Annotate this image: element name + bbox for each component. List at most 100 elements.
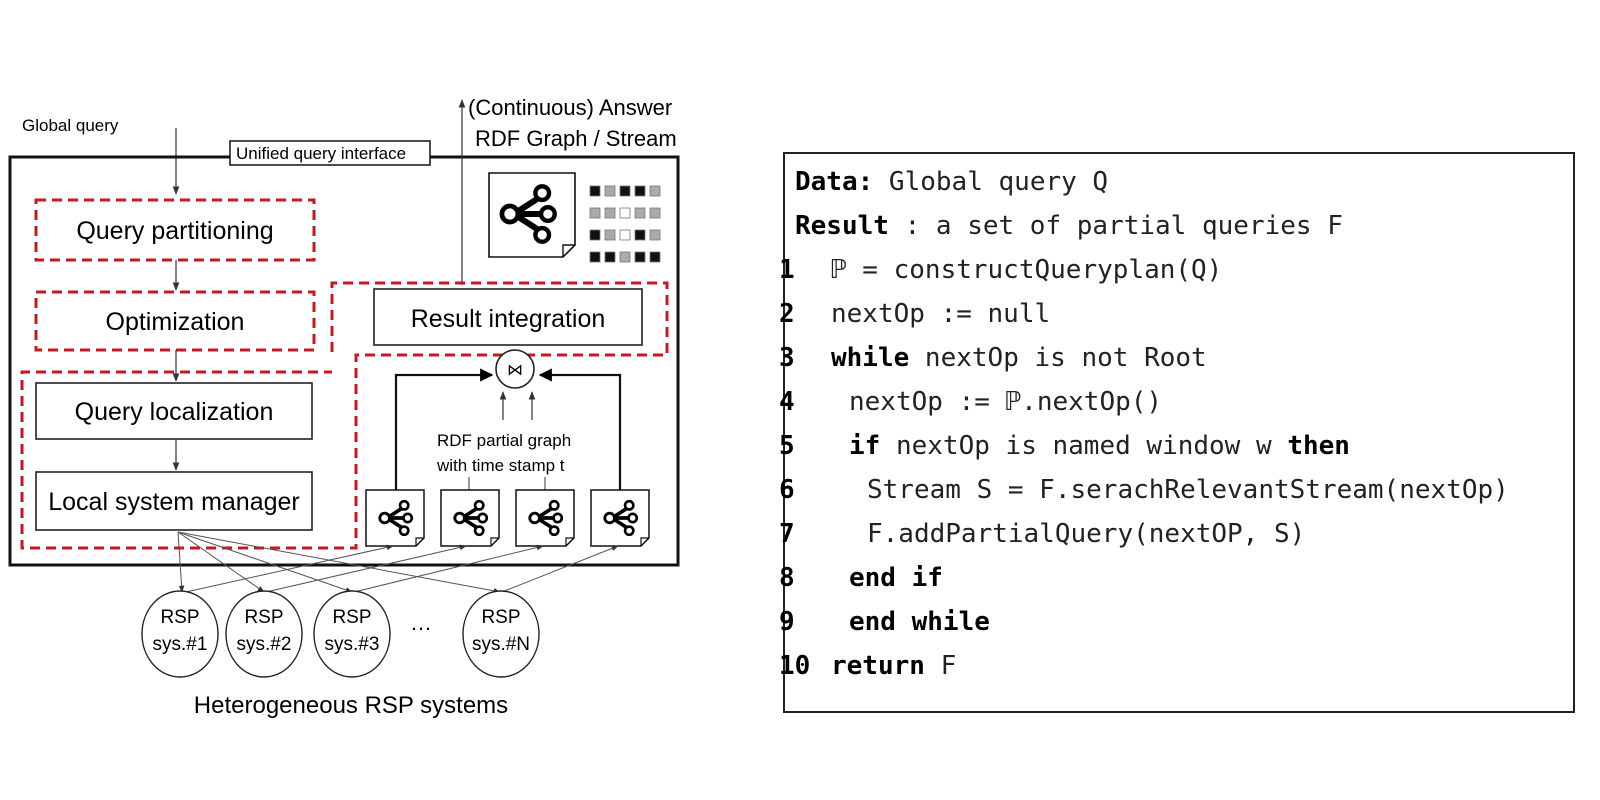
- rsp-ellipsis: …: [410, 610, 432, 635]
- algo-line-2: 2 nextOp := null: [779, 292, 1050, 336]
- rsp-system-node: RSP sys.#1: [141, 590, 219, 678]
- algo-line-number: 8: [779, 563, 795, 593]
- rsp-to-partial-lines: [185, 544, 619, 593]
- partial-graph-doc-icon: [365, 489, 425, 547]
- algo-data-keyword: Data:: [795, 167, 874, 197]
- rsp-system-id: sys.#3: [325, 634, 380, 655]
- rsp-system-name: RSP: [332, 607, 371, 628]
- stream-grid-cell: [619, 185, 631, 197]
- algo-data-text: Global query Q: [873, 167, 1109, 197]
- algo-result-keyword: Result: [795, 211, 889, 241]
- algo-line-number: 5: [779, 431, 795, 461]
- join-operator-circle: [495, 349, 535, 389]
- algorithm-box: Data: Global query Q Result : a set of p…: [779, 152, 1575, 713]
- result-integration-label: Result integration: [411, 305, 606, 333]
- algo-line-7: 7 F.addPartialQuery(nextOP, S): [779, 512, 1305, 556]
- architecture-diagram: Global query (Continuous) Answer RDF Gra…: [8, 95, 680, 719]
- stream-grid-cell: [634, 207, 646, 219]
- manager-to-rsp-lines: [177, 531, 501, 594]
- algo-keyword: if: [849, 431, 881, 461]
- stream-grid-cell: [589, 207, 601, 219]
- algo-line-5: 5 if nextOp is named window w then: [779, 424, 1350, 468]
- answer-label-line2: RDF Graph / Stream: [475, 126, 677, 151]
- stream-grid-cell: [649, 229, 661, 241]
- local-system-manager-box: [35, 471, 313, 531]
- partial-graph-doc-icon: [440, 489, 500, 547]
- unified-interface-label: Unified query interface: [236, 144, 406, 163]
- stream-grid-cell: [604, 229, 616, 241]
- query-localization-label: Query localization: [75, 398, 274, 426]
- algo-code: F: [924, 651, 957, 681]
- unified-interface-tab: [229, 140, 431, 166]
- rsp-system-name: RSP: [160, 607, 199, 628]
- stream-grid-cell: [619, 251, 631, 263]
- algo-keyword: end while: [849, 607, 990, 637]
- algo-result-text: : a set of partial queries F: [888, 211, 1343, 241]
- stream-grid-cell: [604, 185, 616, 197]
- rsp-system-node: RSP sys.#N: [462, 590, 540, 678]
- algo-code: Stream S = F.serachRelevantStream(nextOp…: [867, 475, 1509, 505]
- stream-grid-cell: [634, 185, 646, 197]
- heterogeneous-rsp-label: Heterogeneous RSP systems: [194, 692, 508, 719]
- stream-grid-cell: [589, 229, 601, 241]
- rsp-system-node: RSP sys.#2: [225, 590, 303, 678]
- algo-code: nextOp := null: [831, 299, 1051, 329]
- stream-grid-cell: [619, 229, 631, 241]
- partial-graph-doc-icon: [515, 489, 575, 547]
- stream-grid-icon: [589, 185, 661, 263]
- rsp-system-name: RSP: [481, 607, 520, 628]
- algo-line-number: 2: [779, 299, 795, 329]
- answer-label-line1: (Continuous) Answer: [468, 95, 672, 120]
- optimization-box: [34, 290, 316, 352]
- algo-line-6: 6 Stream S = F.serachRelevantStream(nextO…: [779, 468, 1509, 512]
- partial-graph-doc-icon: [590, 489, 650, 547]
- stream-grid-cell: [634, 251, 646, 263]
- algo-line-number: 6: [779, 475, 795, 505]
- query-partitioning-box: [34, 198, 316, 262]
- algo-line-3: 3 while nextOp is not Root: [779, 336, 1207, 380]
- algo-line-number: 4: [779, 387, 795, 417]
- algo-line-number: 3: [779, 343, 795, 373]
- stream-grid-cell: [589, 185, 601, 197]
- algo-data-line: Data: Global query Q: [795, 160, 1108, 204]
- algo-keyword: return: [831, 651, 925, 681]
- partial-arrow-left: [394, 368, 494, 490]
- algo-code: nextOp := ℙ.nextOp(): [849, 387, 1163, 417]
- local-system-manager-label: Local system manager: [48, 488, 300, 516]
- algo-code: ℙ = constructQueryplan(Q): [831, 255, 1223, 285]
- rsp-system-node: RSP sys.#3: [313, 590, 391, 678]
- algo-code: nextOp is named window w: [880, 431, 1288, 461]
- rsp-system-id: sys.#2: [237, 634, 292, 655]
- algo-line-9: 9 end while: [779, 600, 990, 644]
- stream-grid-cell: [634, 229, 646, 241]
- stream-grid-cell: [604, 207, 616, 219]
- result-integration-box: [373, 288, 643, 346]
- algo-result-line: Result : a set of partial queries F: [795, 204, 1343, 248]
- algo-code: F.addPartialQuery(nextOP, S): [867, 519, 1306, 549]
- distributed-region-dashed: [20, 281, 669, 550]
- rsp-system-id: sys.#1: [153, 634, 208, 655]
- rsp-system-id: sys.#N: [472, 634, 530, 655]
- stream-grid-cell: [604, 251, 616, 263]
- stream-grid-cell: [589, 251, 601, 263]
- algo-line-4: 4 nextOp := ℙ.nextOp(): [779, 380, 1162, 424]
- join-operator-symbol: ⋈: [507, 362, 523, 379]
- algo-keyword: then: [1287, 431, 1350, 461]
- algo-line-number: 7: [779, 519, 795, 549]
- stream-grid-cell: [649, 251, 661, 263]
- algo-keyword: while: [831, 343, 910, 373]
- algo-line-10: 10 return F: [779, 644, 956, 688]
- stream-grid-cell: [649, 207, 661, 219]
- query-partitioning-label: Query partitioning: [76, 217, 273, 245]
- share-graph-icon: [488, 172, 576, 258]
- optimization-label: Optimization: [106, 308, 245, 336]
- algo-line-number: 9: [779, 607, 795, 637]
- algo-line-number: 10: [779, 651, 811, 681]
- algo-code: nextOp is not Root: [909, 343, 1207, 373]
- partial-graph-label-line2: with time stamp t: [436, 456, 565, 475]
- partial-graph-label-line1: RDF partial graph: [437, 431, 571, 450]
- rsp-system-name: RSP: [244, 607, 283, 628]
- global-query-label: Global query: [22, 116, 119, 135]
